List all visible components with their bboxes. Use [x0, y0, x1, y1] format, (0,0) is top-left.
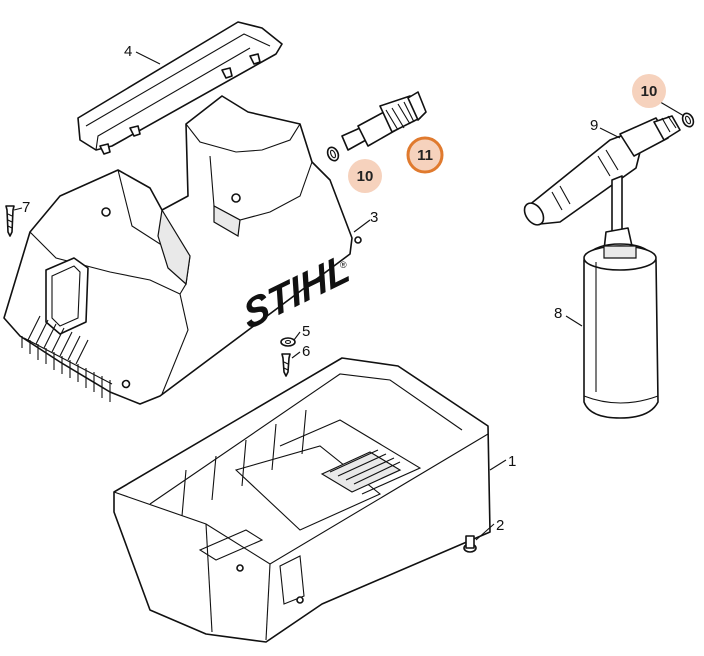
- label-part-8: 8: [554, 305, 562, 322]
- part-7-screw[interactable]: [5, 205, 15, 237]
- part-8-bottle[interactable]: [583, 243, 659, 419]
- label-part-6: 6: [302, 343, 310, 360]
- label-part-5: 5: [302, 323, 310, 340]
- label-part-7: 7: [22, 199, 30, 216]
- label-part-9: 9: [590, 117, 598, 134]
- callout-10-right-badge: [632, 74, 666, 108]
- part-2-foot[interactable]: [463, 535, 477, 553]
- registered-mark: ®: [340, 260, 347, 270]
- part-6-screw[interactable]: [281, 353, 291, 377]
- label-part-4: 4: [124, 43, 132, 60]
- part-10-o-ring-right[interactable]: [681, 112, 696, 129]
- callout-10-right[interactable]: 10: [632, 74, 666, 108]
- part-5-washer[interactable]: [280, 337, 296, 347]
- callout-10-left[interactable]: 10: [348, 159, 382, 193]
- callout-10-right-text: 10: [641, 83, 658, 100]
- part-4-handle[interactable]: [77, 21, 283, 155]
- part-3-upper-housing[interactable]: [3, 95, 362, 405]
- label-part-3: 3: [370, 209, 378, 226]
- callout-11[interactable]: 11: [406, 136, 444, 174]
- part-10-o-ring-left[interactable]: [326, 146, 341, 163]
- label-part-1: 1: [508, 453, 516, 470]
- callout-10-left-badge: [348, 159, 382, 193]
- callout-11-text: 11: [417, 147, 433, 164]
- part-9-foam-lance[interactable]: [521, 115, 681, 251]
- label-part-2: 2: [496, 517, 504, 534]
- callout-10-left-text: 10: [357, 168, 374, 185]
- part-1-base-tray[interactable]: [113, 357, 491, 643]
- callout-11-badge: [406, 136, 444, 174]
- part-11-nozzle-adapter[interactable]: [341, 91, 427, 151]
